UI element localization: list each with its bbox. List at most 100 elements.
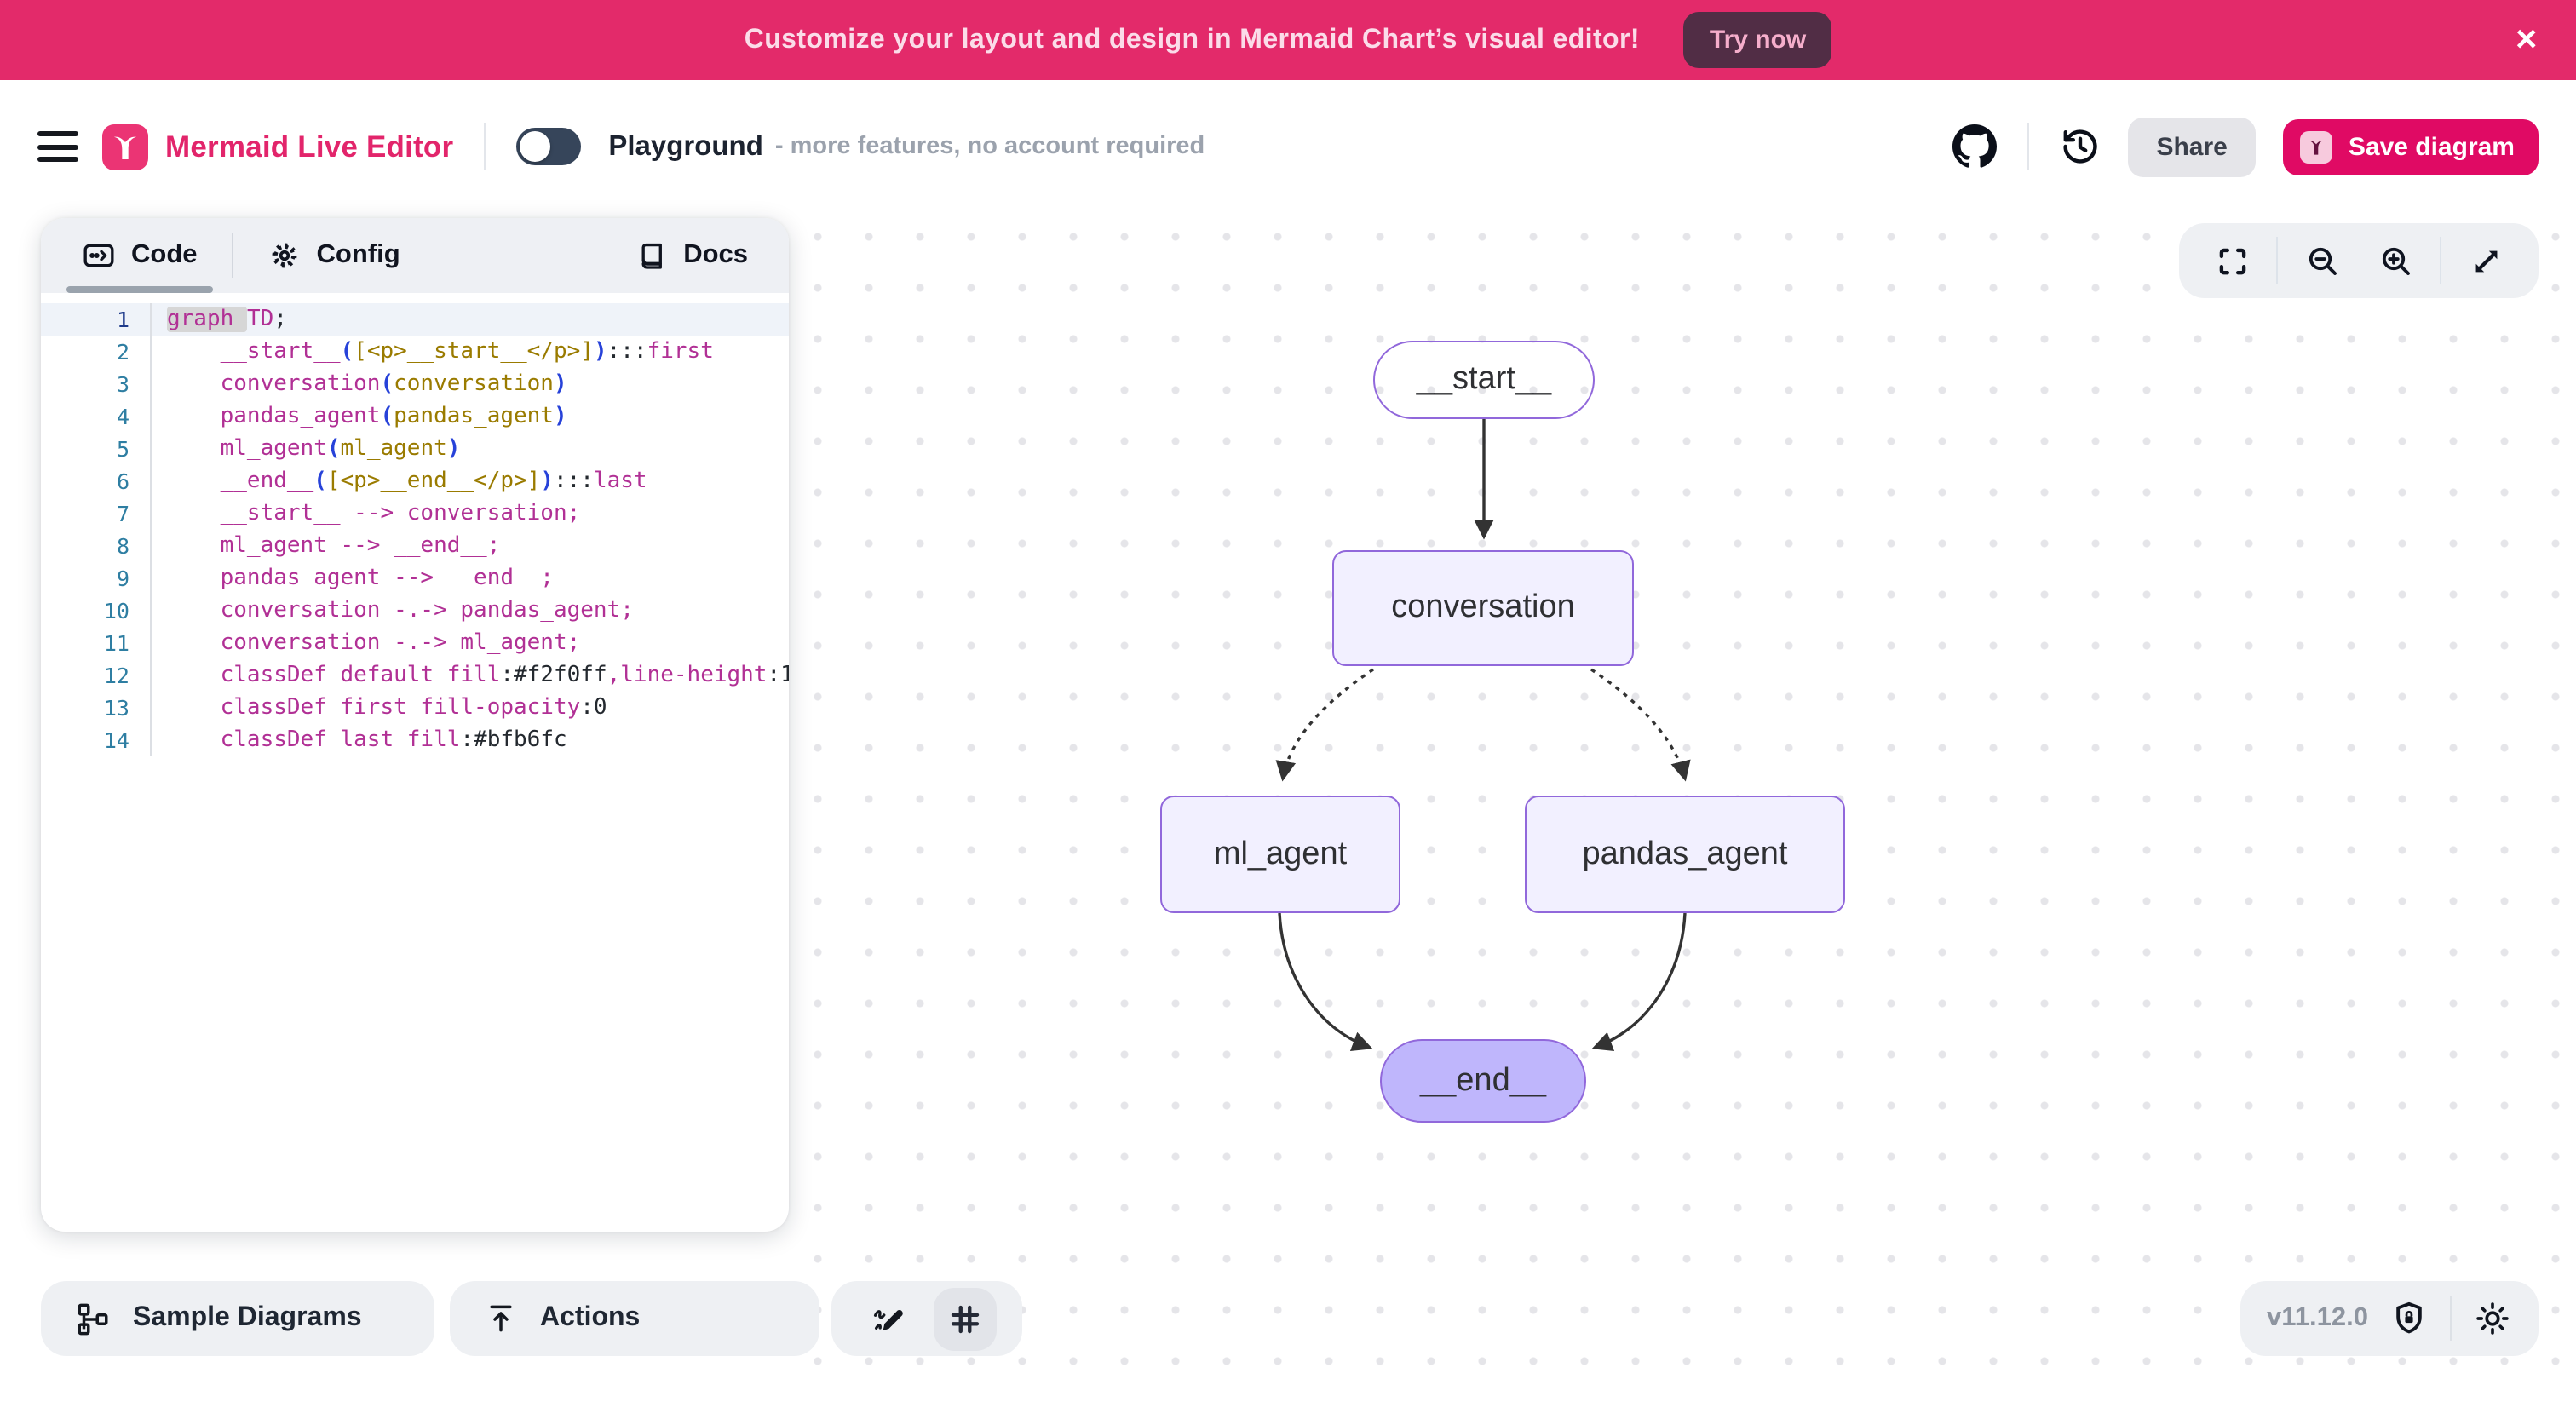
diagram-node-pandas_agent: pandas_agent	[1525, 796, 1845, 913]
theme-toggle-button[interactable]	[2474, 1300, 2511, 1337]
code-text: __start__ --> conversation;	[220, 501, 581, 526]
zoom-separator	[2276, 237, 2278, 284]
status-pill: v11.12.0	[2240, 1281, 2539, 1356]
close-icon[interactable]: ✕	[2514, 23, 2539, 55]
header: Mermaid Live Editor Playground - more fe…	[0, 80, 2576, 213]
code-line[interactable]: 6 __end__([<p>__end__</p>]):::last	[41, 465, 789, 497]
grid-icon	[951, 1304, 980, 1333]
diagram-node-__end__: __end__	[1380, 1039, 1586, 1123]
line-number: 6	[41, 465, 152, 497]
zoom-separator	[2440, 237, 2441, 284]
code-line[interactable]: 13 classDef first fill-opacity:0	[41, 692, 789, 724]
code-lines[interactable]: 1 graph TD; 2 __start__([<p>__start__</p>]…	[41, 293, 789, 756]
line-number: 10	[41, 595, 152, 627]
code-line[interactable]: 8 ml_agent --> __end__;	[41, 530, 789, 562]
promo-banner: Customize your layout and design in Merm…	[0, 0, 2576, 80]
code-line[interactable]: 12 classDef default fill:#f2f0ff,line-he…	[41, 659, 789, 692]
code-line[interactable]: 4 pandas_agent(pandas_agent)	[41, 400, 789, 433]
tab-code[interactable]: Code	[61, 218, 218, 293]
brand-title[interactable]: Mermaid Live Editor	[165, 129, 454, 163]
line-number: 1	[41, 303, 152, 336]
code-text: pandas_agent --> __end__;	[220, 566, 554, 591]
diagram-node-ml_agent: ml_agent	[1160, 796, 1400, 913]
code-text: classDef first fill-opacity:0	[220, 695, 607, 721]
resize-panel-button[interactable]	[2457, 232, 2515, 290]
code-line[interactable]: 2 __start__([<p>__start__</p>]):::first	[41, 336, 789, 368]
shield-lock-icon	[2396, 1301, 2422, 1334]
code-text: __start__([<p>__start__</p>]):::first	[220, 339, 714, 365]
share-button[interactable]: Share	[2127, 117, 2257, 176]
code-text: conversation -.-> pandas_agent;	[220, 598, 634, 623]
tab-code-label: Code	[131, 240, 198, 269]
save-diagram-label: Save diagram	[2348, 132, 2515, 161]
code-text: classDef default fill:#f2f0ff,line-heigh…	[220, 663, 789, 688]
code-text: ml_agent(ml_agent)	[220, 436, 461, 462]
header-divider	[484, 123, 486, 170]
code-line[interactable]: 7 __start__ --> conversation;	[41, 497, 789, 530]
mode-label: Playground	[608, 130, 763, 161]
line-number: 7	[41, 497, 152, 530]
meta-separator	[2450, 1296, 2452, 1341]
line-number: 13	[41, 692, 152, 724]
fullscreen-icon	[2218, 247, 2245, 274]
actions-button[interactable]: Actions	[450, 1281, 819, 1356]
tab-docs[interactable]: Docs	[615, 218, 768, 293]
mermaid-logo[interactable]	[102, 124, 148, 170]
draw-mode-button[interactable]	[857, 1287, 920, 1350]
code-line[interactable]: 5 ml_agent(ml_agent)	[41, 433, 789, 465]
diagram-zoom-controls	[2179, 223, 2539, 298]
hamburger-menu-icon[interactable]	[37, 131, 78, 162]
code-line[interactable]: 9 pandas_agent --> __end__;	[41, 562, 789, 595]
github-button[interactable]	[1952, 124, 1997, 169]
tab-config[interactable]: Config	[247, 218, 421, 293]
sample-diagrams-label: Sample Diagrams	[133, 1303, 362, 1332]
toggle-knob	[520, 131, 551, 162]
code-text: conversation -.-> ml_agent;	[220, 630, 581, 656]
history-icon	[2062, 129, 2097, 164]
code-line[interactable]: 1 graph TD;	[41, 303, 789, 336]
security-button[interactable]	[2390, 1300, 2428, 1337]
zoom-in-button[interactable]	[2366, 232, 2424, 290]
mode-toggle[interactable]	[516, 128, 582, 165]
header-actions: Share Save diagram	[1952, 117, 2539, 176]
code-editor-panel: Code Config Docs	[41, 218, 789, 1232]
fullscreen-button[interactable]	[2203, 232, 2261, 290]
resize-icon	[2475, 250, 2497, 272]
line-number: 11	[41, 627, 152, 659]
line-number: 2	[41, 336, 152, 368]
line-number: 9	[41, 562, 152, 595]
diagram-node-conversation: conversation	[1332, 550, 1634, 666]
code-text: graph TD;	[167, 307, 287, 332]
editor-tabbar: Code Config Docs	[41, 218, 789, 293]
mermaid-logo-icon	[113, 135, 137, 158]
code-line[interactable]: 14 classDef last fill:#bfb6fc	[41, 724, 789, 756]
sample-diagrams-button[interactable]: Sample Diagrams	[41, 1281, 434, 1356]
github-icon	[1952, 124, 1997, 168]
line-number: 12	[41, 659, 152, 692]
sun-icon	[2476, 1302, 2509, 1335]
code-text: ml_agent --> __end__;	[220, 533, 501, 559]
history-button[interactable]	[2059, 126, 2100, 167]
mode-note: - more features, no account required	[774, 133, 1205, 160]
code-line[interactable]: 10 conversation -.-> pandas_agent;	[41, 595, 789, 627]
actions-export-icon	[490, 1305, 512, 1332]
line-number: 4	[41, 400, 152, 433]
canvas-tools	[831, 1281, 1022, 1356]
code-text: classDef last fill:#bfb6fc	[220, 727, 567, 753]
tab-separator	[231, 233, 233, 278]
zoom-out-icon	[2308, 246, 2336, 274]
zoom-out-button[interactable]	[2293, 232, 2351, 290]
grid-toggle-button[interactable]	[934, 1287, 997, 1350]
code-line[interactable]: 11 conversation -.-> ml_agent;	[41, 627, 789, 659]
code-text: conversation(conversation)	[220, 371, 567, 397]
save-diagram-button[interactable]: Save diagram	[2283, 118, 2539, 175]
line-number: 8	[41, 530, 152, 562]
zoom-in-icon	[2381, 246, 2409, 274]
try-now-button[interactable]: Try now	[1683, 12, 1832, 68]
version-label: v11.12.0	[2267, 1303, 2368, 1332]
code-line[interactable]: 3 conversation(conversation)	[41, 368, 789, 400]
line-number: 14	[41, 724, 152, 756]
gear-icon	[272, 243, 296, 268]
book-icon	[641, 242, 663, 268]
